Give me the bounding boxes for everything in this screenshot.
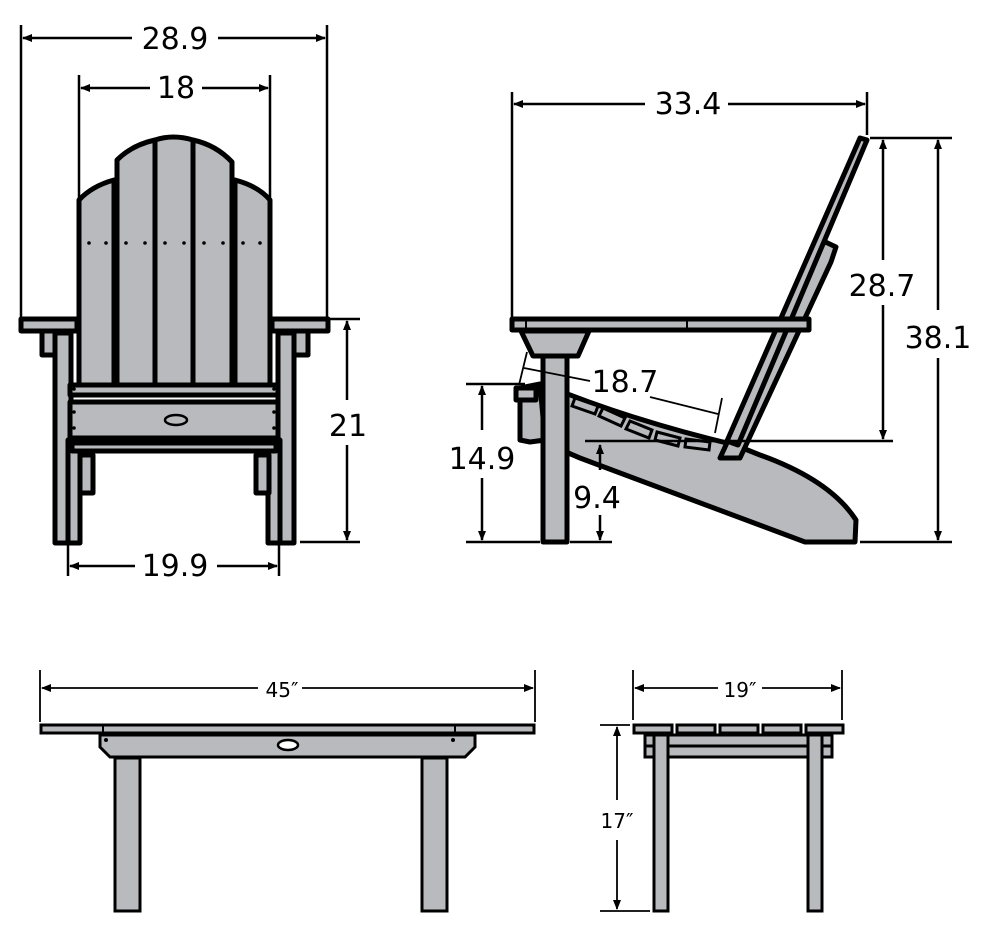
dimension-arm-height: 21 <box>300 317 367 544</box>
label-ottoman-height: 17″ <box>601 809 634 833</box>
label-seat-rear-height: 9.4 <box>573 481 621 516</box>
label-back-width: 18 <box>157 71 195 106</box>
label-back-height: 28.7 <box>849 269 916 304</box>
label-overall-height: 38.1 <box>905 321 972 356</box>
label-arm-height: 21 <box>329 409 367 444</box>
label-seat-front-height: 14.9 <box>449 442 516 477</box>
dimension-leg-span: 19.9 <box>66 545 281 584</box>
dimension-overall-width: 28.9 <box>19 22 329 318</box>
label-leg-span: 19.9 <box>142 549 209 584</box>
dimension-back-width: 18 <box>77 71 272 200</box>
dimension-ottoman-depth: 19″ <box>632 670 843 720</box>
dimension-overall-depth: 33.4 <box>510 87 869 318</box>
label-overall-depth: 33.4 <box>655 87 722 122</box>
label-overall-width: 28.9 <box>142 22 209 57</box>
dimension-overall-height: 38.1 <box>860 139 972 544</box>
label-seat-depth: 18.7 <box>592 365 659 400</box>
chair-front-view: 28.9 18 <box>18 22 367 584</box>
dimension-seat-front-height: 14.9 <box>449 382 540 544</box>
ottoman-side-view: 19″ 17″ <box>600 670 845 913</box>
dimension-seat-rear-height: 9.4 <box>570 444 621 544</box>
dimension-ottoman-width: 45″ <box>39 670 536 722</box>
chair-side-view: 33.4 18.7 <box>449 87 972 545</box>
label-ottoman-width: 45″ <box>266 678 299 702</box>
dimension-ottoman-height: 17″ <box>600 724 650 912</box>
dimension-back-height: 28.7 <box>585 136 952 443</box>
ottoman-front-view: 45″ <box>39 670 536 913</box>
label-ottoman-depth: 19″ <box>724 678 757 702</box>
dimension-seat-depth: 18.7 <box>518 351 723 434</box>
